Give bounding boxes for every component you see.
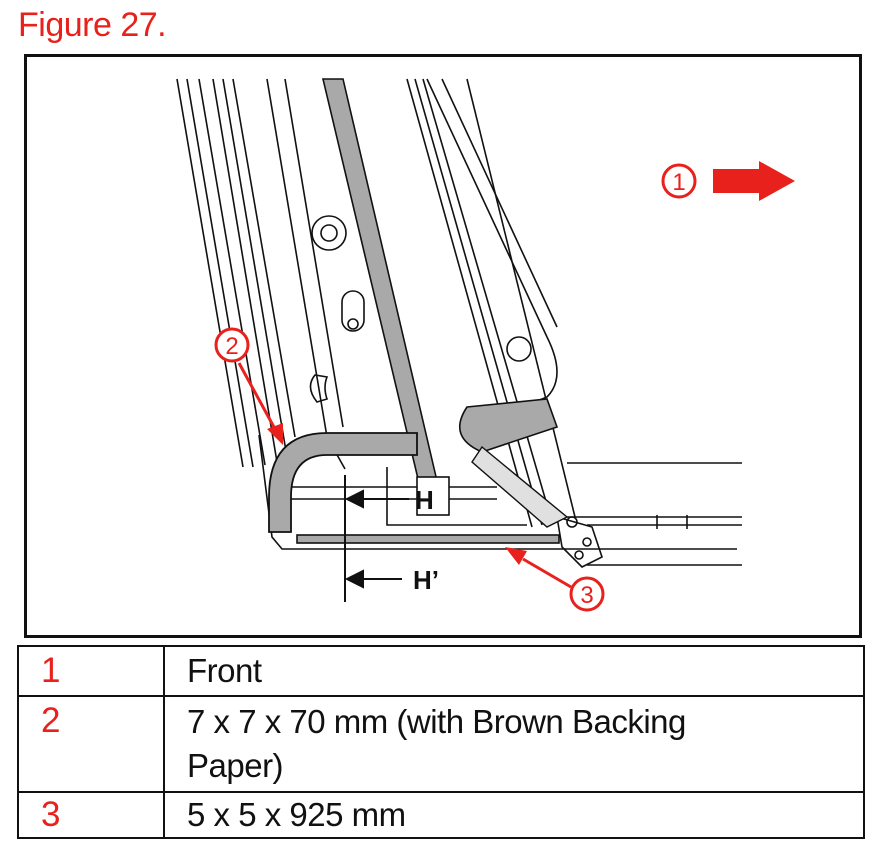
callout-2-leader [237, 362, 277, 430]
slot-pin [347, 318, 359, 330]
round-hole [506, 336, 532, 362]
panel-edge [284, 78, 344, 428]
door-bracket [458, 398, 559, 453]
callout-1-circle [661, 163, 697, 199]
callout-2-number: 2 [225, 333, 238, 360]
legend-row: 3 5 x 5 x 925 mm [17, 791, 865, 839]
door-rail [414, 78, 543, 526]
legend-number: 3 [17, 791, 165, 839]
bracket-bolt [566, 516, 578, 528]
door-rail [406, 78, 533, 528]
part-2-l-piece [268, 432, 418, 533]
callout-3-circle [569, 576, 605, 612]
part-3-strip [296, 534, 560, 544]
figure-title: Figure 27. [18, 6, 167, 44]
h-arrowhead [344, 489, 364, 509]
h-prime-arrowhead [344, 569, 364, 589]
rail-line [176, 78, 244, 468]
rail-line [222, 78, 288, 458]
bracket-bolt [582, 537, 592, 547]
legend-row: 1 Front [17, 645, 865, 697]
legend-row: 2 7 x 7 x 70 mm (with Brown Backing Pape… [17, 695, 865, 793]
door-edge [426, 78, 558, 418]
rail-line [232, 78, 296, 438]
callout-1-number: 1 [672, 169, 685, 196]
rod-end [416, 476, 450, 516]
bracket [556, 515, 603, 568]
bolt-hole [311, 215, 347, 251]
clip-hole [309, 374, 329, 403]
rail-line [212, 78, 278, 463]
door-tail [471, 445, 569, 528]
figure-frame: H H’ 1 2 3 [24, 54, 862, 638]
rail-line [198, 78, 266, 466]
door-rail [422, 78, 553, 523]
callout-3-number: 3 [580, 582, 593, 609]
slot-hole [341, 290, 365, 332]
legend-table: 1 Front 2 7 x 7 x 70 mm (with Brown Back… [17, 645, 865, 839]
label-h: H [415, 485, 434, 515]
front-arrow-icon [713, 161, 795, 201]
callout-3-leader [522, 557, 572, 589]
legend-description: 7 x 7 x 70 mm (with Brown Backing Paper) [163, 695, 865, 793]
rail-line [186, 78, 254, 468]
legend-description: Front [163, 645, 865, 697]
callout-2-circle [214, 327, 250, 363]
door-rail [466, 78, 576, 518]
callout-3-arrowhead [505, 547, 527, 565]
label-h-prime: H’ [413, 565, 439, 595]
callout-2-arrowhead [267, 423, 283, 445]
door-edge [441, 78, 558, 328]
legend-description: 5 x 5 x 925 mm [163, 791, 865, 839]
legend-number: 2 [17, 695, 165, 793]
vertical-rod [321, 78, 438, 484]
technical-illustration: H H’ 1 2 3 [176, 78, 795, 612]
bolt-hole-inner [320, 224, 338, 242]
bracket-bolt [574, 550, 584, 560]
legend-number: 1 [17, 645, 165, 697]
